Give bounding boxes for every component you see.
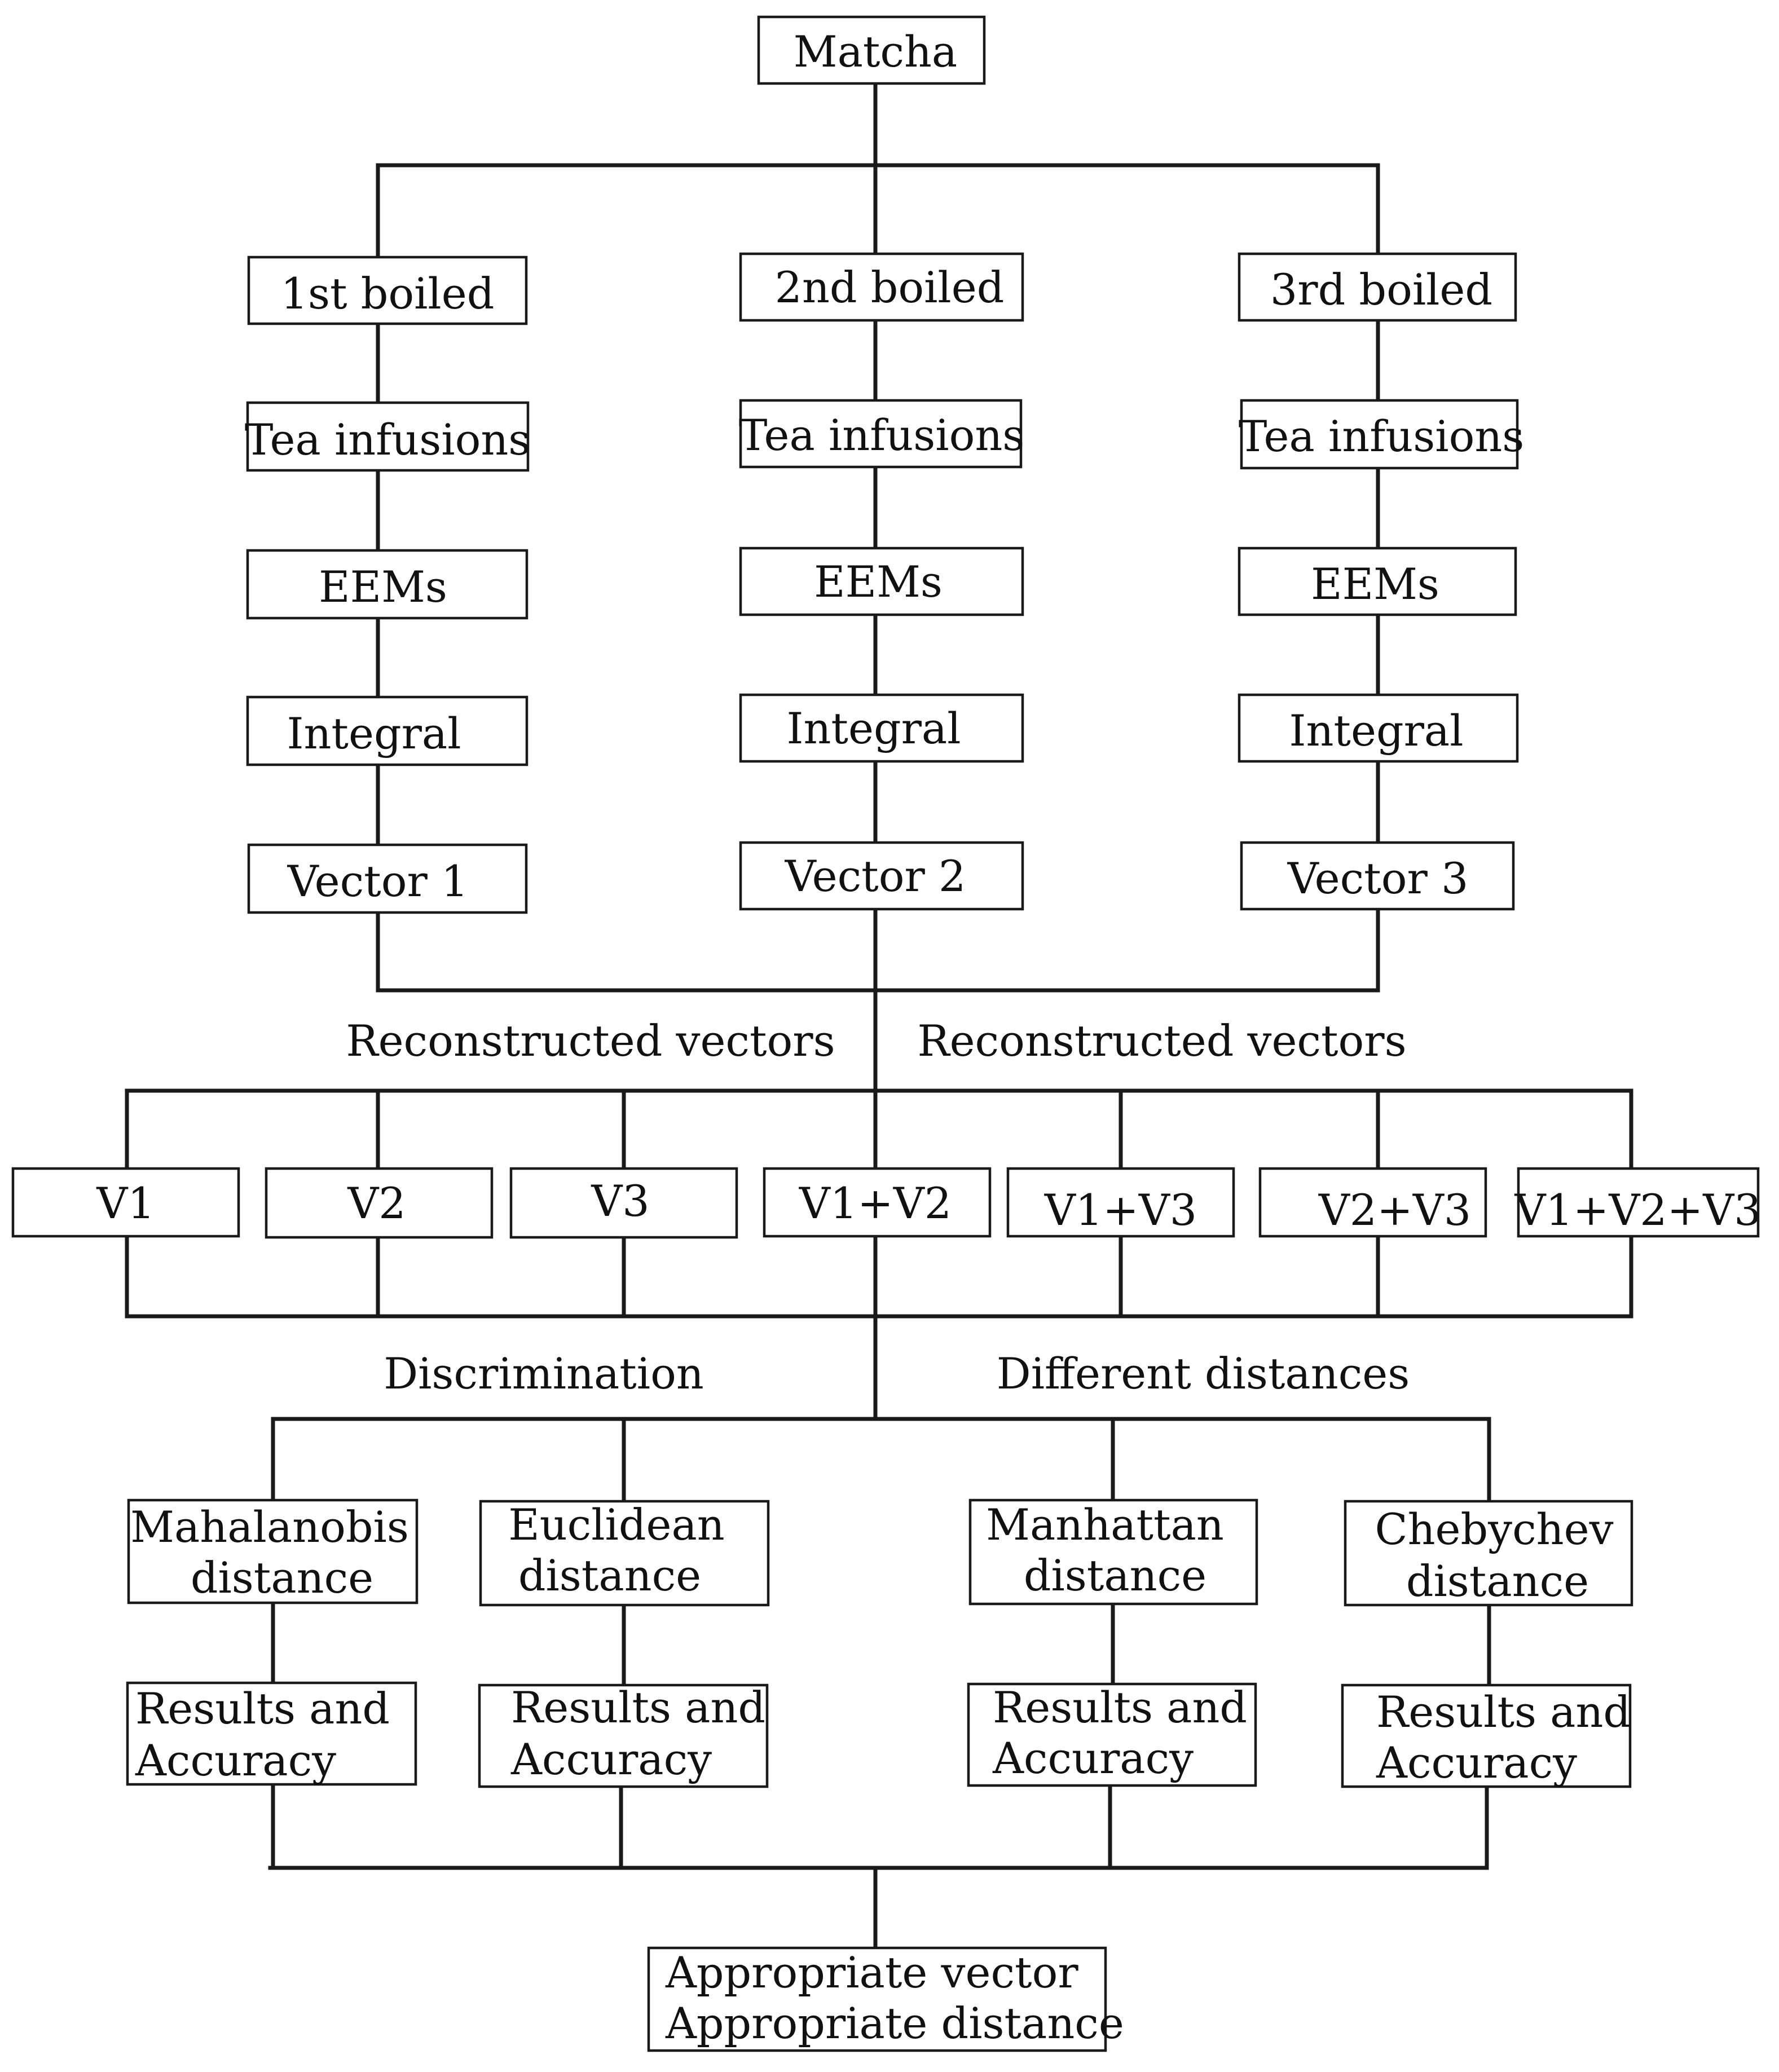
distance-label: distance	[1024, 1550, 1206, 1601]
matcha-node: Matcha	[757, 15, 986, 85]
results-label: Results and	[993, 1682, 1247, 1732]
eems-label: EEMs	[1311, 559, 1439, 609]
results-label: Results and	[511, 1682, 765, 1732]
eems-label: EEMs	[814, 557, 943, 607]
branch-3: 3rd boiled Tea infusions EEMs Integral V…	[1238, 252, 1525, 911]
integral-label: Integral	[287, 708, 461, 759]
results-label: Accuracy	[1376, 1738, 1577, 1788]
integral-label: Integral	[786, 703, 961, 753]
results-label: Results and	[1376, 1687, 1631, 1737]
distance-row: Mahalanobis distance Euclidean distance …	[127, 1498, 1633, 1607]
distance-label: Mahalanobis	[130, 1502, 409, 1552]
matcha-label: Matcha	[794, 27, 958, 77]
boiled-label: 1st boiled	[281, 268, 495, 319]
vector-label: Vector 1	[287, 856, 469, 906]
combo-label: V1+V2+V3	[1514, 1185, 1761, 1235]
combo-label: V3	[591, 1176, 649, 1226]
distance-label: Manhattan	[986, 1500, 1224, 1550]
discrimination-label: Discrimination	[384, 1348, 704, 1399]
reconstructed-vectors-left-label: Reconstructed vectors	[346, 1016, 835, 1066]
results-label: Accuracy	[135, 1735, 336, 1786]
vector-label: Vector 3	[1287, 853, 1469, 903]
integral-label: Integral	[1289, 706, 1463, 756]
infusion-label: Tea infusions	[1239, 411, 1525, 461]
results-row: Results and Accuracy Results and Accurac…	[126, 1681, 1632, 1788]
combo-label: V1+V3	[1044, 1185, 1197, 1235]
different-distances-label: Different distances	[997, 1348, 1410, 1399]
distance-label: distance	[1406, 1556, 1589, 1606]
results-label: Results and	[135, 1683, 390, 1734]
results-label: Accuracy	[992, 1733, 1194, 1783]
distance-label: distance	[191, 1553, 373, 1603]
branch-1: 1st boiled Tea infusions EEMs Integral V…	[245, 255, 531, 914]
combo-label: V2+V3	[1318, 1185, 1471, 1235]
final-node: Appropriate vector Appropriate distance	[647, 1946, 1124, 2052]
combo-row: V1 V2 V3 V1+V2 V1+V3 V2+V3 V1+V2+V3	[11, 1167, 1762, 1239]
infusion-label: Tea infusions	[739, 410, 1025, 460]
combo-label: V2	[347, 1178, 406, 1228]
distance-label: Chebychev	[1375, 1504, 1613, 1554]
appropriate-vector-label: Appropriate vector	[665, 1947, 1078, 1998]
branch-2: 2nd boiled Tea infusions EEMs Integral V…	[739, 252, 1025, 911]
boiled-label: 2nd boiled	[775, 262, 1005, 312]
combo-label: V1	[96, 1178, 155, 1228]
infusion-label: Tea infusions	[245, 415, 531, 465]
distance-label: Euclidean	[508, 1500, 725, 1550]
appropriate-distance-label: Appropriate distance	[665, 1998, 1124, 2048]
distance-label: distance	[518, 1550, 701, 1601]
combo-label: V1+V2	[799, 1178, 952, 1228]
boiled-label: 3rd boiled	[1270, 264, 1492, 315]
eems-label: EEMs	[319, 562, 447, 612]
reconstructed-vectors-right-label: Reconstructed vectors	[917, 1016, 1406, 1066]
vector-label: Vector 2	[785, 851, 966, 901]
results-label: Accuracy	[510, 1734, 712, 1784]
connectors	[125, 81, 1633, 1950]
